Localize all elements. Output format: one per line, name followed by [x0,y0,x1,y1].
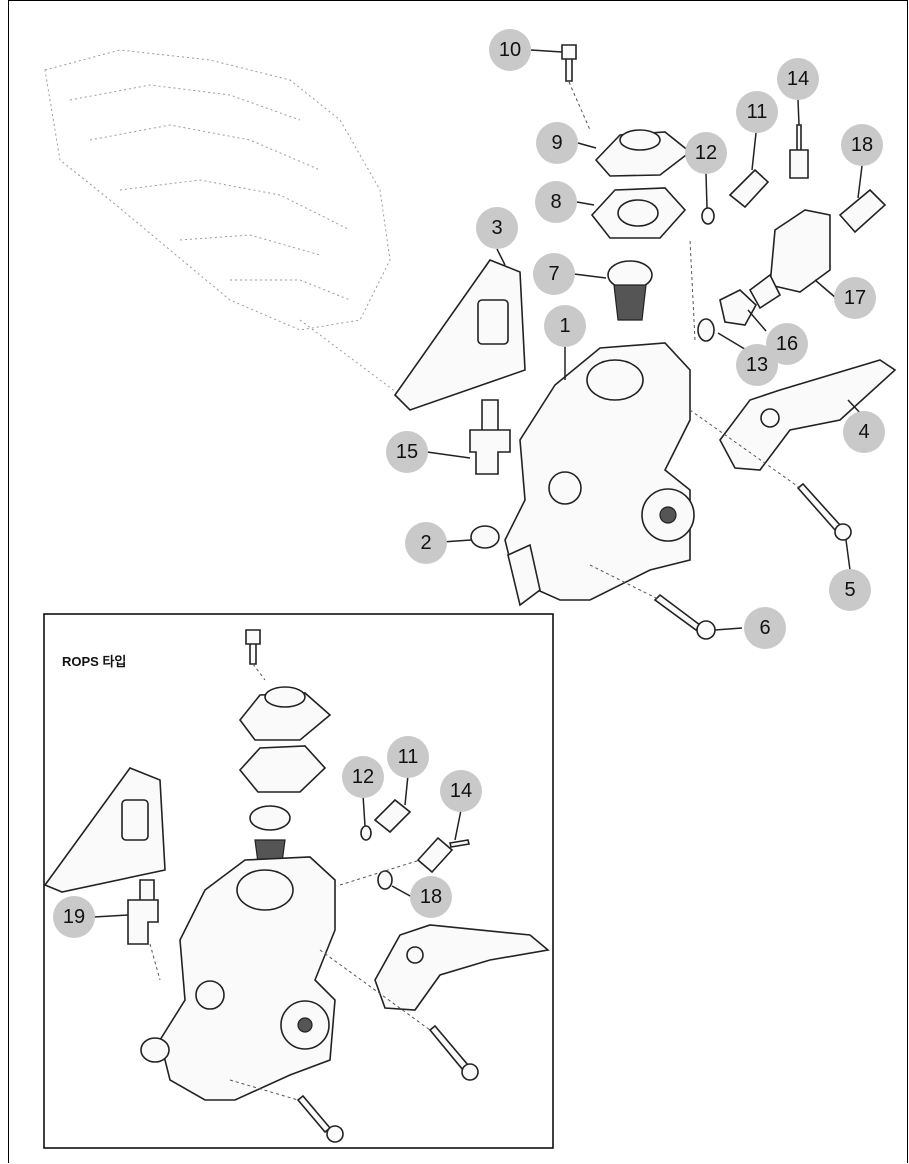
callout-16: 16 [766,323,808,365]
gasket-plate [393,259,526,411]
bolt-10 [561,44,577,82]
inset-plate-gasket [43,767,166,893]
callout-17: 17 [834,277,876,319]
callout-12-label: 12 [695,142,717,164]
inset-callout-12: 12 [342,756,384,798]
elbow-fitting [469,399,511,475]
faded-engine-sketch [44,49,401,396]
nut-16 [719,289,758,326]
inset-thermostat-cover [238,692,332,741]
callout-15: 15 [386,431,428,473]
page-frame [8,0,908,1163]
callout-11-label: 11 [747,101,768,123]
o-ring-2 [470,525,500,549]
callout-18: 18 [841,124,883,166]
callout-14: 14 [777,58,819,100]
washer-13 [697,318,715,342]
inset-sensor-11 [373,798,412,834]
inset-o-ring [140,1037,170,1063]
callout-2: 2 [405,522,447,564]
callout-11: 11 [736,91,778,133]
inset-bracket [374,924,550,1011]
callout-10: 10 [489,29,531,71]
callout-17-label: 17 [844,287,866,309]
callout-10-label: 10 [499,39,521,61]
callout-5-label: 5 [844,579,855,601]
temp-sensor-11 [728,168,770,209]
temp-switch-14 [789,124,809,179]
water-pump-housing [504,342,691,601]
callout-14-label: 14 [787,68,809,90]
callout-7: 7 [533,253,575,295]
bracket-arm [719,359,897,471]
callout-4-label: 4 [858,421,869,443]
inset-sensor-14 [416,836,454,874]
callout-9-label: 9 [551,132,562,154]
inset-gasket [238,745,327,793]
callout-7-label: 7 [548,263,559,285]
inset-callout-11-label: 11 [398,746,419,768]
thermostat-cover-neck [619,129,661,151]
callout-3: 3 [476,207,518,249]
callout-8: 8 [535,181,577,223]
inset-title: ROPS 타입 [62,654,126,669]
inset-elbow-19 [127,879,159,945]
callout-6: 6 [744,607,786,649]
adapter-18 [838,188,887,234]
callout-3-label: 3 [491,217,502,239]
inset-washer-18 [377,870,393,890]
inset-callout-14-label: 14 [450,780,472,802]
inset-washer-12 [360,825,372,841]
inset-callout-18: 18 [410,876,452,918]
callout-15-label: 15 [396,441,418,463]
callout-1-label: 1 [559,315,570,337]
callout-12: 12 [685,132,727,174]
callout-18-label: 18 [851,134,873,156]
inset-callout-19-label: 19 [63,906,85,928]
callout-13: 13 [736,344,778,386]
tee-housing [769,209,831,293]
gasket-plate-window [477,299,509,345]
callout-8-label: 8 [550,191,561,213]
callout-9: 9 [536,122,578,164]
inset-callout-18-label: 18 [420,886,442,908]
bolt-6 [653,593,702,632]
rops-inset: ROPS 타입 [43,613,554,1149]
inset-callout-19: 19 [53,896,95,938]
main-leader-lines [426,49,864,631]
callout-2-label: 2 [420,532,431,554]
callout-6-label: 6 [759,617,770,639]
washer-12 [701,207,715,225]
callout-13-label: 13 [746,354,768,376]
callout-5: 5 [829,569,871,611]
inset-callout-11: 11 [387,736,429,778]
callout-16-label: 16 [776,333,798,355]
inset-thermostat [249,805,291,831]
callout-4: 4 [843,411,885,453]
inset-callout-14: 14 [440,770,482,812]
inset-callout-12-label: 12 [352,766,374,788]
bolt-5 [796,482,842,532]
inset-bolt-top [245,629,261,665]
callout-1: 1 [544,305,586,347]
